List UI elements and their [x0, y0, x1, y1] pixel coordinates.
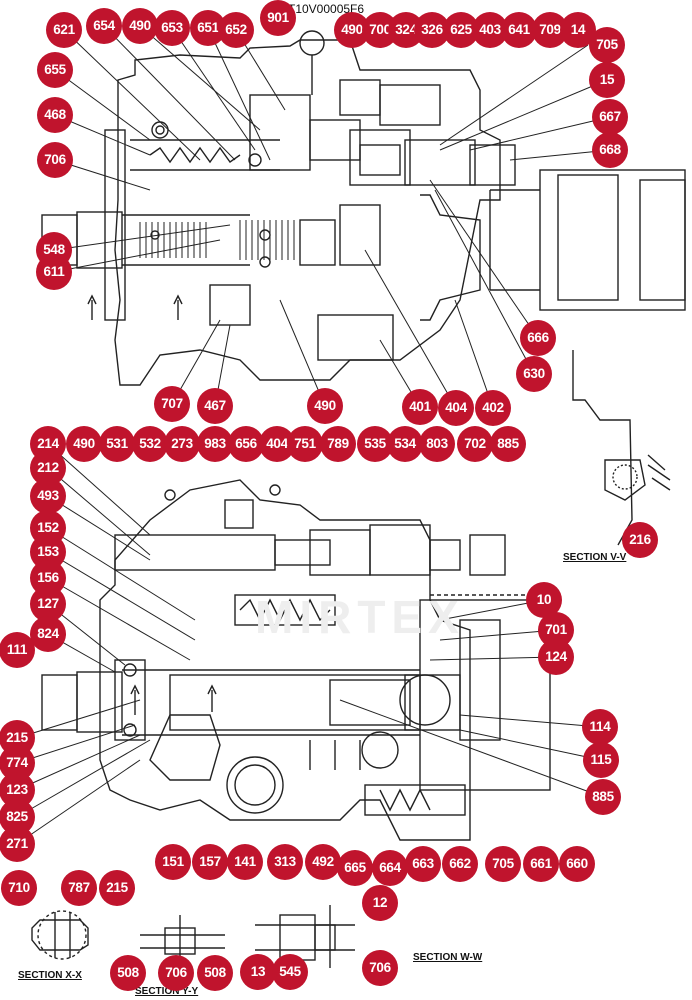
callout-885-b: 885: [585, 779, 621, 815]
callout-667: 667: [592, 99, 628, 135]
caption-section-x: SECTION X-X: [18, 970, 82, 981]
callout-114: 114: [582, 709, 618, 745]
callout-662: 662: [442, 846, 478, 882]
callout-705-b: 705: [485, 846, 521, 882]
callout-710: 710: [1, 870, 37, 906]
callout-273: 273: [164, 426, 200, 462]
callout-216: 216: [622, 522, 658, 558]
callout-656: 656: [228, 426, 264, 462]
callout-215-b: 215: [99, 870, 135, 906]
callout-493: 493: [30, 478, 66, 514]
callout-532: 532: [132, 426, 168, 462]
callout-660: 660: [559, 846, 595, 882]
callout-111: 111: [0, 632, 35, 668]
callout-666: 666: [520, 320, 556, 356]
callout-661: 661: [523, 846, 559, 882]
callout-15: 15: [589, 62, 625, 98]
callout-706-c: 706: [362, 950, 398, 986]
callout-611: 611: [36, 254, 72, 290]
callout-402: 402: [475, 390, 511, 426]
callout-467: 467: [197, 388, 233, 424]
callout-141: 141: [227, 844, 263, 880]
callout-630: 630: [516, 356, 552, 392]
callout-531: 531: [99, 426, 135, 462]
callout-490-d: 490: [66, 426, 102, 462]
callout-654: 654: [86, 8, 122, 44]
callout-787: 787: [61, 870, 97, 906]
callout-707: 707: [154, 386, 190, 422]
callout-13: 13: [240, 954, 276, 990]
callout-789: 789: [320, 426, 356, 462]
callout-14: 14: [560, 12, 596, 48]
callout-668: 668: [592, 132, 628, 168]
callout-508: 508: [110, 955, 146, 991]
document-id: YT10V00005F6: [280, 2, 365, 16]
callout-621: 621: [46, 12, 82, 48]
callout-534: 534: [387, 426, 423, 462]
callout-663: 663: [405, 846, 441, 882]
watermark: MIRTEX: [255, 591, 465, 643]
callout-271: 271: [0, 826, 35, 862]
drawing-lines: [16, 25, 686, 968]
callout-508-b: 508: [197, 955, 233, 991]
lower-assembly: [41, 479, 551, 841]
callout-151: 151: [155, 844, 191, 880]
callout-490-c: 490: [307, 388, 343, 424]
callout-803: 803: [419, 426, 455, 462]
callout-901: 901: [260, 0, 296, 36]
callout-751: 751: [287, 426, 323, 462]
caption-section-v: SECTION V-V: [563, 552, 627, 563]
callout-653: 653: [154, 10, 190, 46]
callout-492: 492: [305, 844, 341, 880]
callout-706-b: 706: [158, 955, 194, 991]
callout-824: 824: [30, 616, 66, 652]
caption-section-w: SECTION W-W: [413, 952, 483, 963]
callout-655: 655: [37, 52, 73, 88]
callout-12: 12: [362, 885, 398, 921]
callout-641: 641: [501, 12, 537, 48]
section-v-drawing: [572, 350, 671, 546]
callout-403: 403: [472, 12, 508, 48]
callout-665: 665: [337, 850, 373, 886]
callout-157: 157: [192, 844, 228, 880]
callout-115: 115: [583, 742, 619, 778]
callout-545: 545: [272, 954, 308, 990]
callout-885: 885: [490, 426, 526, 462]
section-x-drawing: [31, 910, 89, 960]
callout-702: 702: [457, 426, 493, 462]
callout-983: 983: [197, 426, 233, 462]
callout-468: 468: [37, 97, 73, 133]
callout-706: 706: [37, 142, 73, 178]
callout-664: 664: [372, 850, 408, 886]
callout-490: 490: [122, 8, 158, 44]
callout-404: 404: [438, 390, 474, 426]
callout-124: 124: [538, 639, 574, 675]
caption-section-y: SECTION Y-Y: [135, 986, 199, 997]
callout-401: 401: [402, 389, 438, 425]
upper-spline: [139, 220, 301, 260]
callout-313: 313: [267, 844, 303, 880]
callout-652: 652: [218, 12, 254, 48]
upper-assembly: [41, 30, 686, 386]
callout-705: 705: [589, 27, 625, 63]
